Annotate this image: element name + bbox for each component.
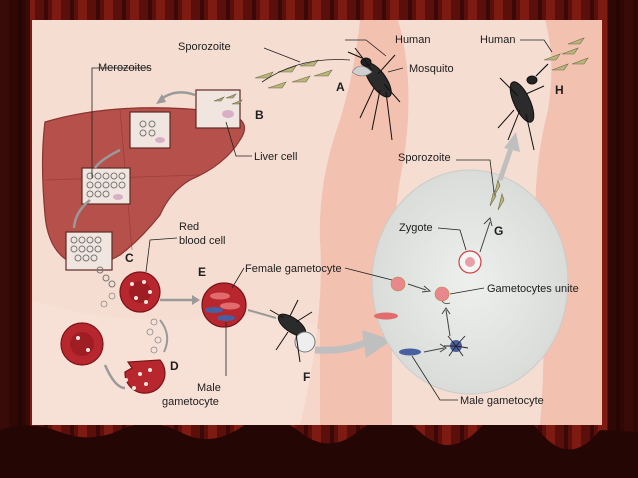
leader-gametocytes-unite (449, 287, 485, 295)
label-sporozoite-right: Sporozoite (398, 152, 451, 164)
merozoites-released (100, 292, 162, 354)
label-human-left: Human (395, 34, 430, 46)
sporozoites-outgoing (543, 37, 589, 71)
stage-f: F (303, 370, 310, 384)
leader-merozoites (91, 67, 150, 178)
stage-h: H (555, 83, 564, 97)
gametocytes-uniting (434, 286, 451, 305)
zygote (458, 250, 482, 274)
red-blood-cell-d1 (60, 322, 104, 366)
stage-a: A (336, 80, 345, 94)
sporozoites-g (489, 178, 505, 211)
label-female-gametocyte: Female gametocyte (245, 263, 342, 275)
label-male-gametocyte-left-line1: Male (197, 382, 221, 394)
label-merozoites: Merozoites (98, 62, 152, 74)
female-gametocyte-g (374, 276, 406, 320)
stage-d: D (170, 359, 179, 373)
label-zygote: Zygote (399, 222, 433, 234)
red-blood-cell-c (119, 271, 161, 313)
leader-sporozoite-right (456, 159, 495, 193)
liver-cell-infected-1 (129, 111, 171, 149)
stage-c: C (125, 251, 134, 265)
leader-human-left (345, 39, 387, 57)
leader-liver-cell (225, 121, 252, 157)
label-male-gametocyte-left-line2: gametocyte (162, 396, 219, 408)
label-mosquito: Mosquito (409, 63, 454, 75)
label-gametocytes-unite: Gametocytes unite (487, 283, 579, 295)
mosquito-h (497, 63, 549, 151)
mosquito-f (269, 299, 316, 363)
leader-female-gametocyte-g (344, 267, 393, 281)
stage-g: G (494, 224, 503, 238)
red-blood-cell-e (201, 282, 247, 328)
leader-human-right (520, 39, 553, 53)
male-gametocyte-g (399, 335, 469, 357)
leader-mosquito (387, 67, 404, 73)
liver-cell-b (195, 89, 243, 129)
leader-male-gametocyte-right (411, 355, 458, 401)
stage-e: E (198, 265, 206, 279)
stage-b: B (255, 108, 264, 122)
label-sporozoite-top: Sporozoite (178, 41, 231, 53)
leader-female-gametocyte (231, 267, 245, 289)
leader-sporozoite-top (263, 47, 301, 63)
label-male-gametocyte-right: Male gametocyte (460, 395, 544, 407)
label-red-blood-cell-line1: Red (179, 221, 199, 233)
mosquito-a (347, 47, 401, 141)
liver-cell-bursting (65, 231, 116, 288)
curtain-bottom-drape (0, 412, 638, 478)
liver-cell-merozoites (81, 167, 131, 205)
red-blood-cell-d2 (124, 359, 166, 394)
leader-red-blood-cell (145, 237, 178, 273)
mosquito-gut-circle (371, 169, 569, 395)
leader-zygote (437, 227, 467, 251)
label-red-blood-cell-line2: blood cell (179, 235, 225, 247)
label-liver-cell: Liver cell (254, 151, 297, 163)
label-human-right: Human (480, 34, 515, 46)
